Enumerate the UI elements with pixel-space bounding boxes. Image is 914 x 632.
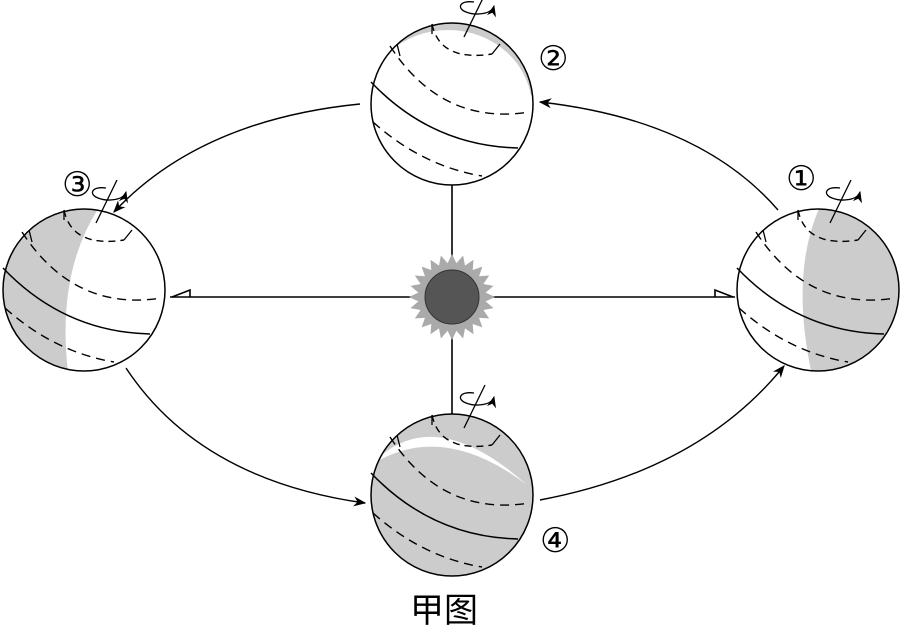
earth-position-2 [370, 0, 534, 186]
label-position-1: ① [786, 159, 816, 199]
earth-position-3 [2, 180, 166, 372]
figure-caption: 甲图 [410, 591, 478, 631]
sun [409, 254, 495, 340]
label-position-3: ③ [62, 165, 92, 205]
label-position-2: ② [538, 39, 568, 79]
label-position-4: ④ [540, 521, 570, 561]
orbit-path [113, 98, 785, 507]
earth-position-1 [736, 180, 900, 372]
earth-position-4 [370, 385, 534, 577]
